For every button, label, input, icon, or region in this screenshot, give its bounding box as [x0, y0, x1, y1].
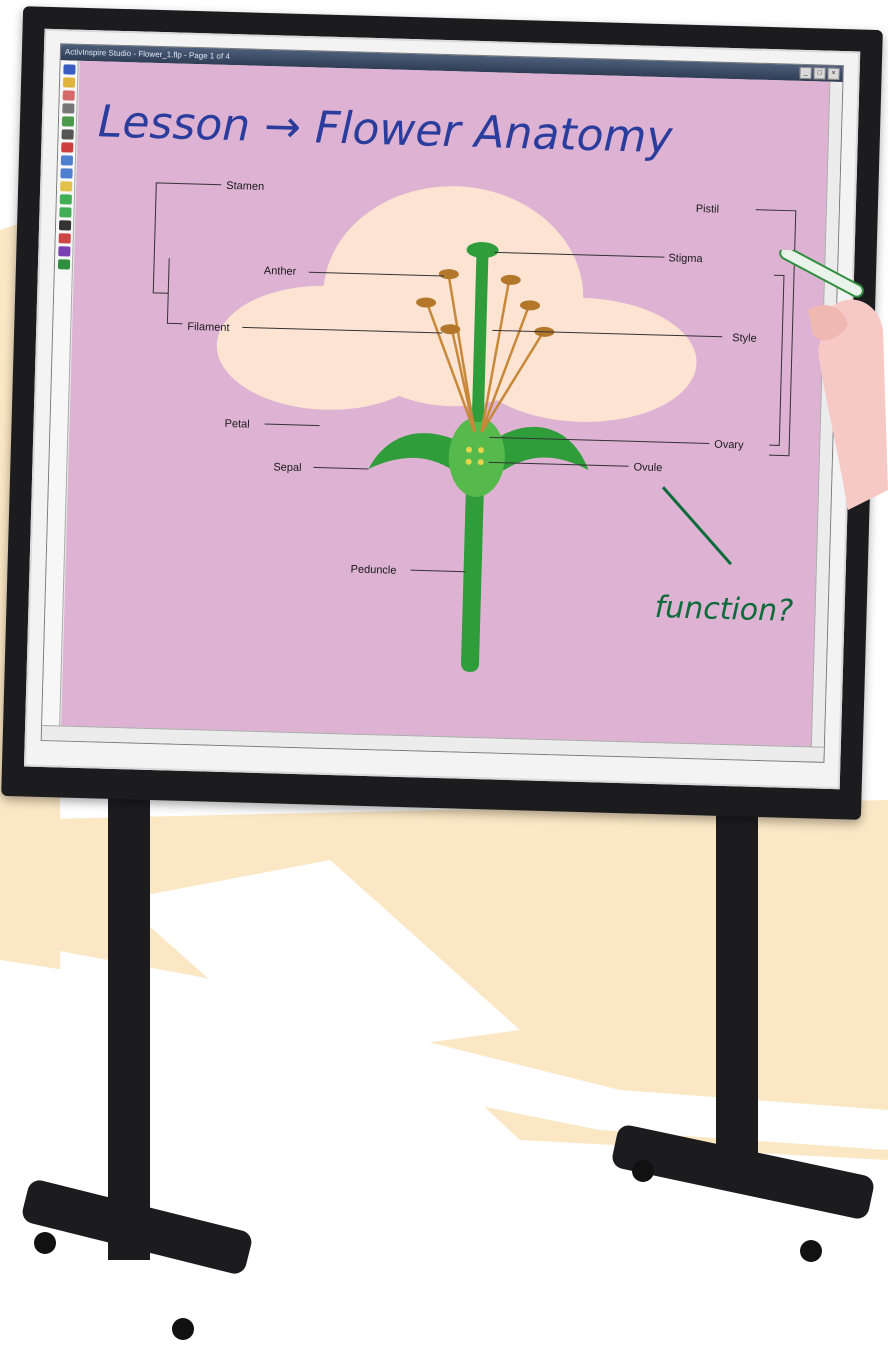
pen-icon[interactable]: [63, 64, 75, 74]
teacher-hand: [768, 250, 888, 510]
minimize-button[interactable]: _: [799, 67, 811, 79]
label-sepal: Sepal: [273, 461, 301, 474]
shape-icon[interactable]: [61, 116, 73, 126]
label-ovary: Ovary: [714, 439, 744, 452]
app-window: ActivInspire Studio - Flower_1.flp - Pag…: [41, 43, 844, 763]
eraser-icon[interactable]: [62, 90, 74, 100]
maximize-button[interactable]: □: [813, 67, 825, 79]
pen-icon: [778, 250, 865, 299]
label-pistil: Pistil: [696, 203, 720, 216]
interactive-whiteboard: ActivInspire Studio - Flower_1.flp - Pag…: [1, 6, 883, 820]
close-button[interactable]: ×: [827, 68, 839, 80]
stand-leg-right: [716, 760, 758, 1180]
label-style: Style: [732, 332, 757, 345]
ink-arrow-line: [661, 487, 733, 564]
flower-diagram: Lesson → Flower Anatomy: [62, 61, 840, 732]
label-petal: Petal: [224, 418, 249, 431]
highlighter-icon[interactable]: [62, 77, 74, 87]
lesson-heading: Lesson → Flower Anatomy: [97, 96, 674, 163]
undo-icon[interactable]: [60, 155, 72, 165]
caster-wheel: [632, 1160, 654, 1182]
flipchart-canvas[interactable]: Lesson → Flower Anatomy: [61, 61, 830, 748]
zoom-icon[interactable]: [58, 246, 70, 256]
label-filament: Filament: [187, 321, 230, 334]
fill-icon[interactable]: [61, 142, 73, 152]
print-icon[interactable]: [58, 233, 70, 243]
prev-page-icon[interactable]: [59, 207, 71, 217]
next-page-icon[interactable]: [59, 194, 71, 204]
select-icon[interactable]: [62, 103, 74, 113]
save-icon[interactable]: [58, 220, 70, 230]
board-surface: ActivInspire Studio - Flower_1.flp - Pag…: [24, 29, 860, 789]
label-stigma: Stigma: [668, 252, 703, 265]
label-anther: Anther: [264, 265, 297, 278]
ovary-shape: [448, 416, 506, 498]
label-ovule: Ovule: [633, 461, 662, 474]
caster-wheel: [34, 1232, 56, 1254]
label-peduncle: Peduncle: [350, 564, 396, 577]
stand-leg-left: [108, 790, 150, 1260]
ink-annotation: function?: [654, 590, 793, 629]
label-stamen: Stamen: [226, 180, 264, 193]
window-controls: _ □ ×: [799, 67, 839, 80]
page-icon[interactable]: [60, 181, 72, 191]
redo-icon[interactable]: [60, 168, 72, 178]
text-icon[interactable]: [61, 129, 73, 139]
window-title: ActivInspire Studio - Flower_1.flp - Pag…: [65, 47, 230, 61]
trash-icon[interactable]: [57, 259, 69, 269]
caster-wheel: [172, 1318, 194, 1340]
caster-wheel: [800, 1240, 822, 1262]
